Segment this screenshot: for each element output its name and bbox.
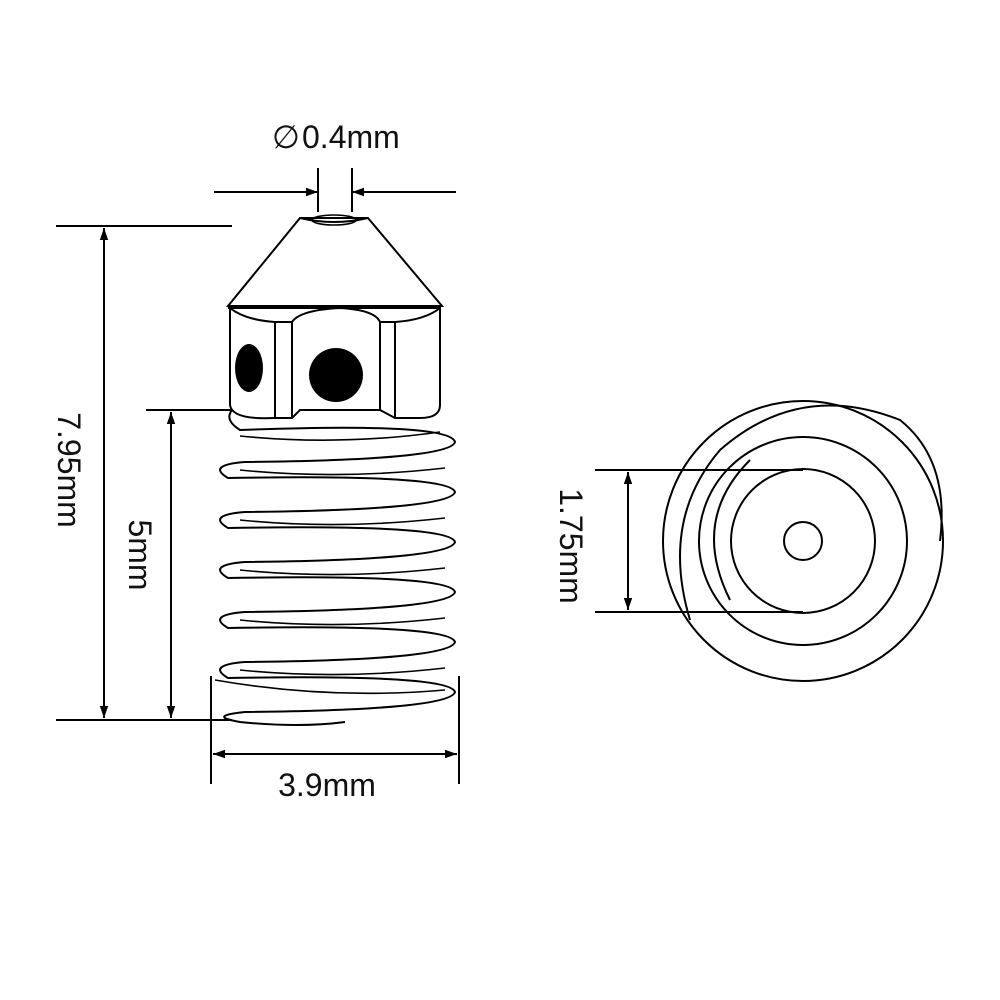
label-filament-diameter: 1.75mm xyxy=(553,488,589,604)
thread-section xyxy=(214,409,457,726)
dimension-orifice: ∅ 0.4mm xyxy=(214,119,456,212)
label-orifice-diameter: 0.4mm xyxy=(302,119,400,155)
label-total-length: 7.95mm xyxy=(51,412,87,528)
nozzle-tip xyxy=(225,214,445,307)
label-thread-diameter: 3.9mm xyxy=(278,767,376,803)
dimension-filament: 1.75mm xyxy=(553,469,803,613)
hex-section xyxy=(228,306,441,420)
label-thread-length: 5mm xyxy=(122,519,158,590)
dimension-total-length: 7.95mm xyxy=(51,225,232,721)
hole-center xyxy=(309,348,363,402)
dimension-thread-diameter: 3.9mm xyxy=(210,676,460,803)
dimension-thread-length: 5mm xyxy=(122,409,232,718)
diameter-symbol: ∅ xyxy=(272,119,300,155)
nozzle-top-view xyxy=(662,400,944,682)
hole-left xyxy=(235,344,263,392)
nozzle-side-view xyxy=(214,214,457,726)
